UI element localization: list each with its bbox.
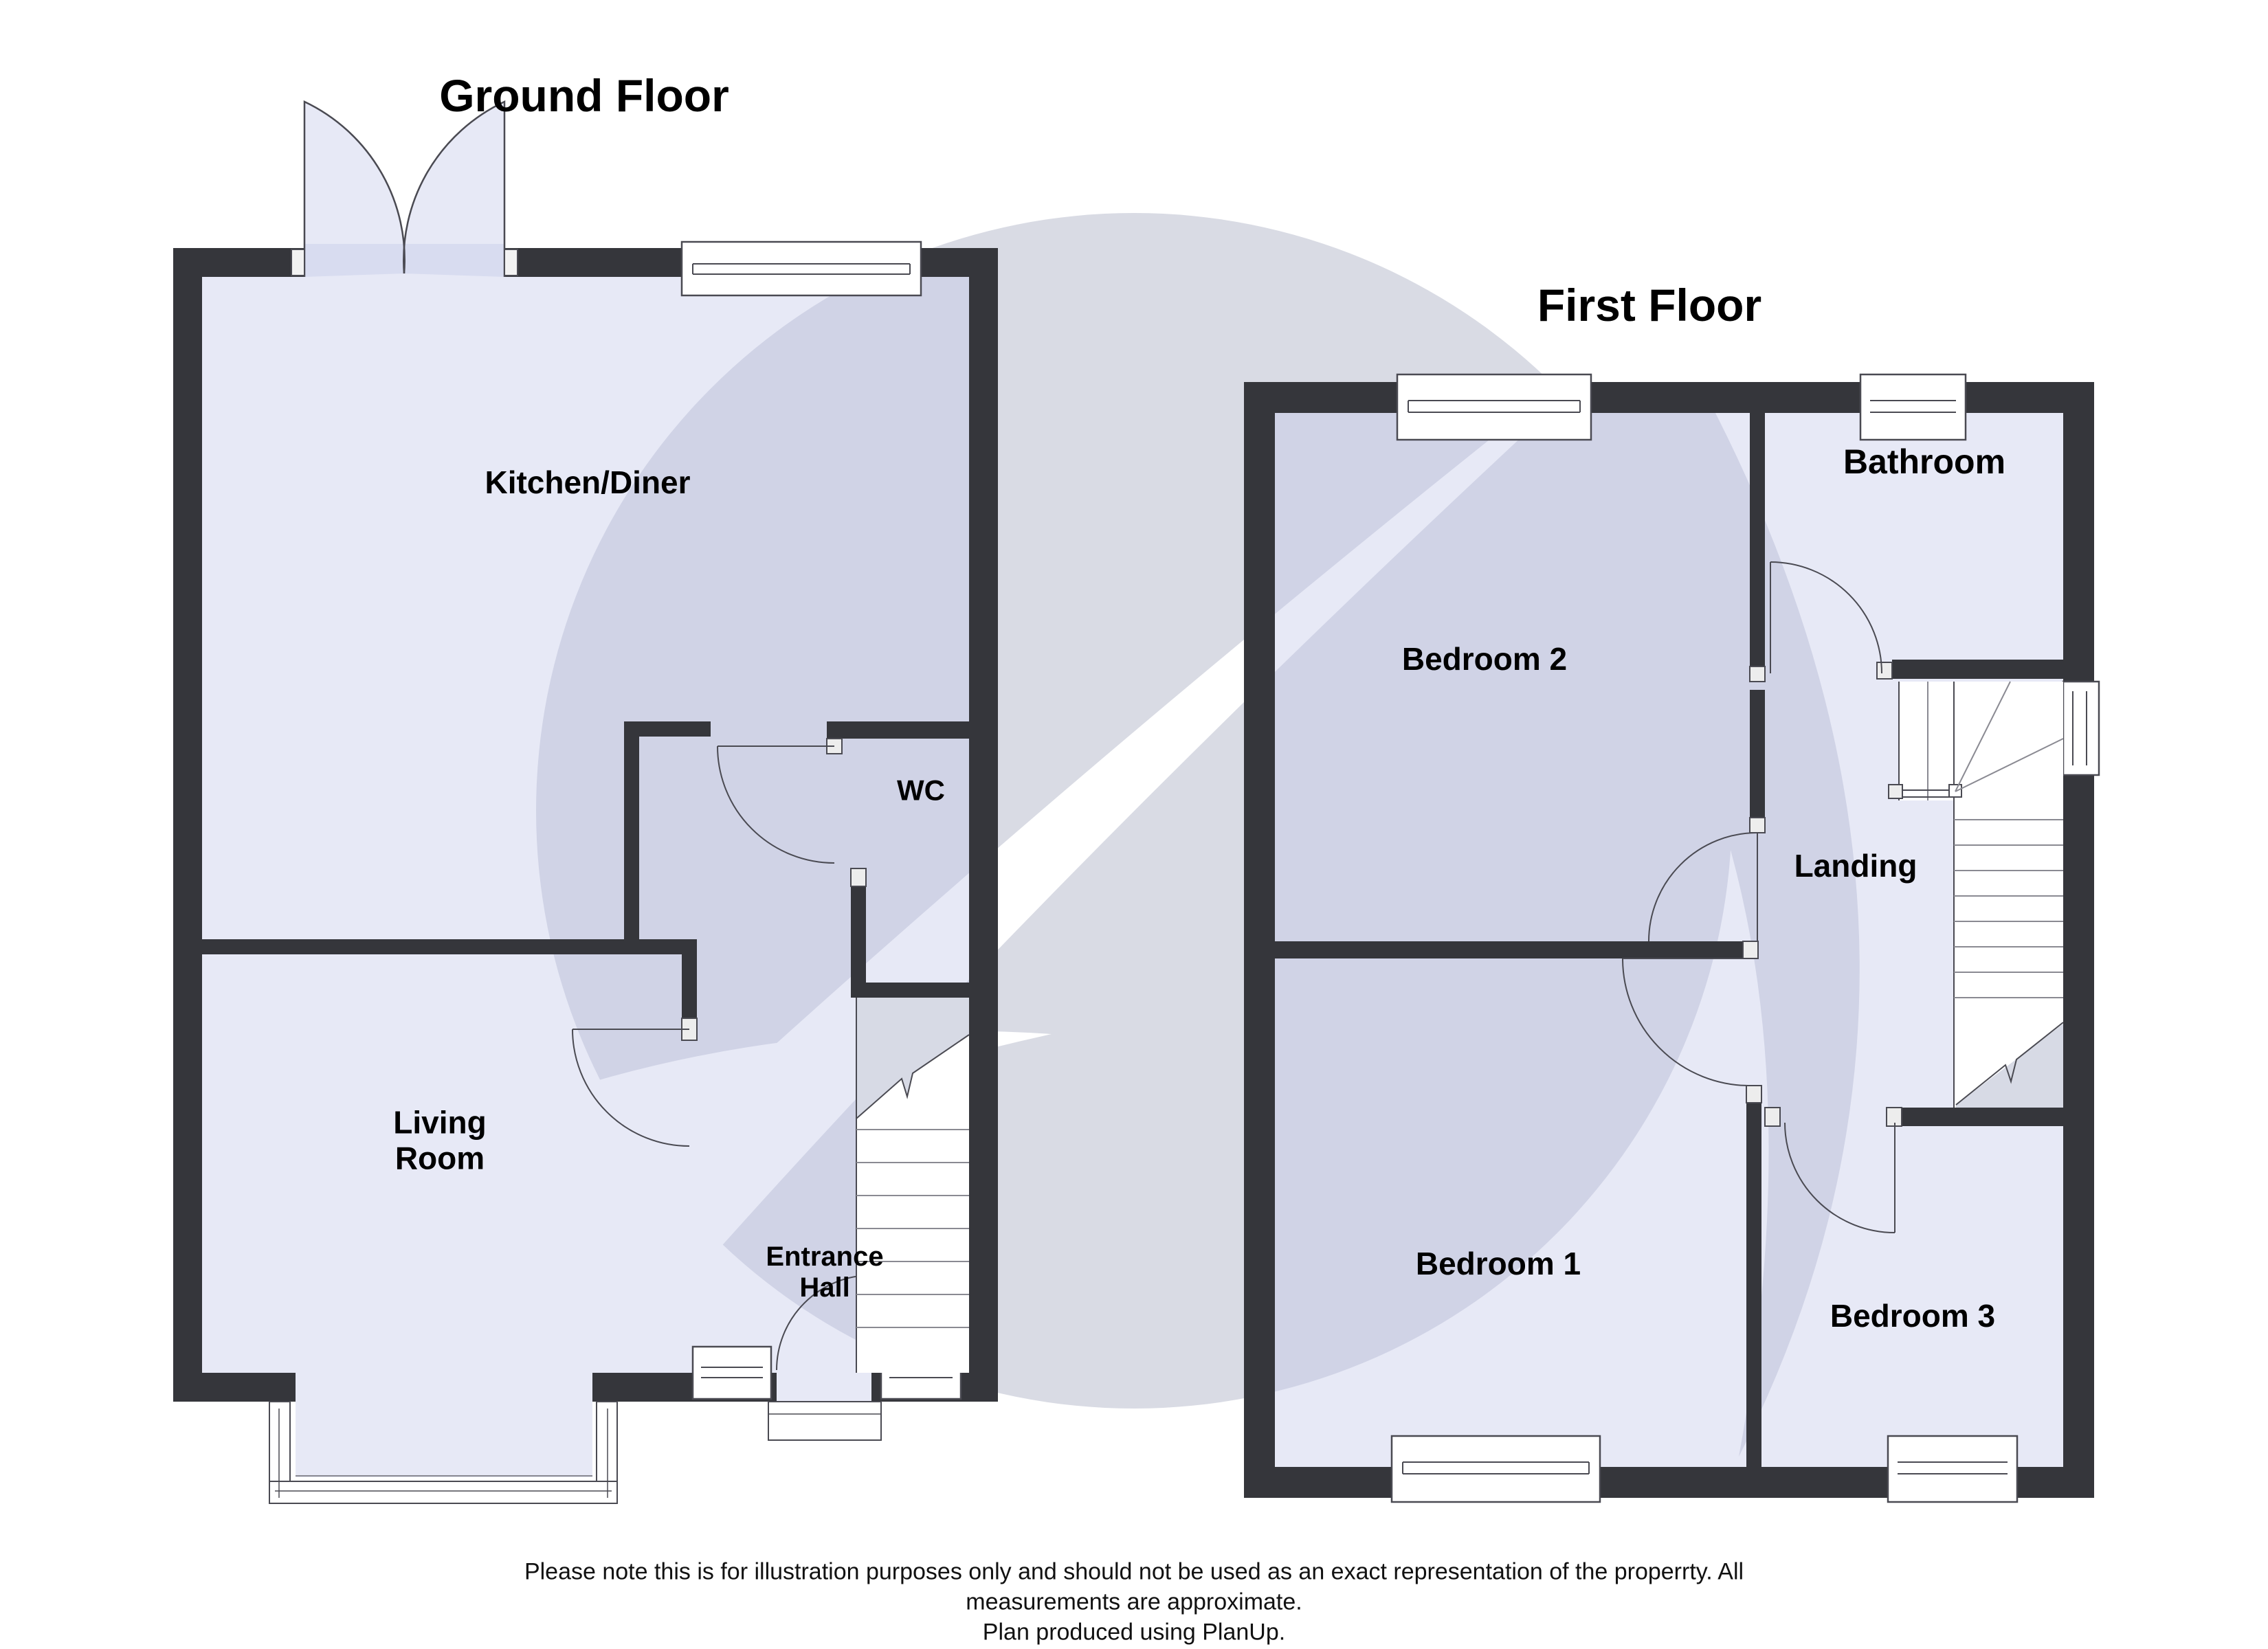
- living-room-line1: Living: [393, 1104, 487, 1141]
- disclaimer-line2: measurements are approximate.: [966, 1589, 1302, 1615]
- ff-wall-left: [1244, 382, 1275, 1498]
- watermark-cut-1: [433, 278, 1694, 1419]
- ground-floor-title: Ground Floor: [439, 70, 729, 122]
- gf-wall-bottom-a: [173, 1373, 296, 1402]
- first-floor-interior: [1275, 413, 2063, 1467]
- gf-patio-doors: [291, 100, 518, 277]
- gf-wall-wc-left: [851, 886, 866, 998]
- gf-living-room-door: [572, 1018, 698, 1147]
- room-label-wc: WC: [897, 774, 945, 807]
- ff-wall-bed2-landing: [1750, 690, 1765, 818]
- first-floor-title: First Floor: [1537, 280, 1762, 331]
- room-label-bedroom3: Bedroom 3: [1830, 1298, 1996, 1334]
- gf-wall-right: [969, 248, 998, 1402]
- disclaimer-line3: Plan produced using PlanUp.: [982, 1619, 1286, 1646]
- gf-wall-left: [173, 248, 202, 1402]
- gf-wall-living-door-jamb: [682, 954, 697, 1018]
- entrance-hall-line1: Entrance: [766, 1242, 884, 1272]
- ground-floor-interior: [202, 277, 969, 1373]
- ff-wall-bathroom-bottom: [1892, 660, 2063, 679]
- ff-wall-bed1-bed3-divider: [1746, 1103, 1761, 1467]
- gf-bay-window: [269, 1401, 618, 1504]
- bay-window-floor: [296, 1373, 592, 1477]
- ff-bedroom2-door: [1648, 817, 1766, 942]
- gf-wall-kitchen-stub: [624, 721, 711, 737]
- gf-staircase: [856, 998, 970, 1373]
- ff-staircase: [1888, 681, 2064, 1108]
- room-label-bedroom2: Bedroom 2: [1401, 641, 1568, 677]
- disclaimer-line1: Please note this is for illustration pur…: [524, 1558, 1744, 1585]
- room-label-kitchen-diner: Kitchen/Diner: [485, 464, 691, 501]
- gf-wall-wc-top: [827, 721, 969, 739]
- ff-wall-bed1-bed2-divider: [1275, 941, 1743, 958]
- room-label-living-room: Living Room: [393, 1105, 486, 1176]
- ff-wall-bed2-bath-divider: [1750, 413, 1765, 666]
- gf-wall-top-a: [173, 248, 304, 277]
- ff-bedroom3-door: [1764, 1107, 1902, 1233]
- gf-kitchen-window: [680, 240, 922, 297]
- watermark-cut-2: [385, 1031, 1052, 1271]
- gf-wall-kitchen-living-divider: [202, 939, 697, 954]
- ff-bedroom1-door: [1622, 941, 1762, 1103]
- ff-bedroom3-window: [1887, 1435, 2019, 1503]
- gf-wall-hall-partition: [624, 737, 639, 954]
- room-label-entrance-hall: Entrance Hall: [766, 1242, 883, 1303]
- living-room-line2: Room: [394, 1140, 485, 1176]
- ff-stairs-window: [2062, 680, 2100, 776]
- ff-bathroom-window: [1859, 373, 1967, 441]
- room-label-bedroom1: Bedroom 1: [1415, 1246, 1581, 1282]
- ff-wall-right: [2063, 382, 2094, 1498]
- gf-wall-wc-bottom: [866, 983, 969, 998]
- front-door-threshold: [777, 1373, 871, 1402]
- ff-bathroom-door: [1749, 561, 1893, 682]
- ff-bedroom2-window: [1396, 373, 1592, 441]
- gf-porch-step: [768, 1401, 882, 1441]
- ff-wall-bed3-top: [1902, 1108, 2063, 1126]
- room-label-landing: Landing: [1794, 848, 1917, 884]
- ff-bedroom1-window: [1390, 1435, 1601, 1503]
- gf-front-window-left: [691, 1345, 772, 1400]
- entrance-hall-line2: Hall: [799, 1272, 850, 1303]
- gf-wc-door: [717, 738, 867, 887]
- room-label-bathroom: Bathroom: [1843, 442, 2006, 481]
